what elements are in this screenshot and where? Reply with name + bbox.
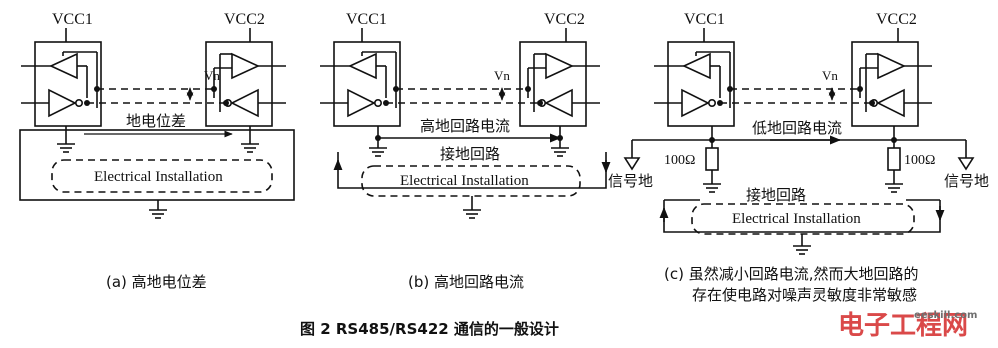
figure-title: 图 2 RS485/RS422 通信的一般设计 — [300, 320, 559, 338]
resistor-label-left: 100Ω — [664, 153, 695, 168]
transceiver-chip-2 — [519, 41, 601, 127]
high-ground-loop-current-label: 高地回路电流 — [420, 117, 510, 135]
caption-c-line1: (c) 虽然减小回路电流,然而大地回路的 — [664, 265, 919, 283]
watermark-brand: 电子工程网 — [838, 311, 968, 341]
installation-box-c — [691, 203, 915, 235]
vcc2-label: VCC2 — [876, 11, 917, 28]
installation-box-b — [361, 165, 581, 197]
transceiver-chip-2 — [851, 41, 933, 127]
panel-b: VCC1 VCC2 Vn 高地回路电流 接地回路 Electrical Inst… — [319, 11, 611, 291]
caption-b: (b) 高地回路电流 — [408, 273, 524, 291]
vcc1-label: VCC1 — [684, 11, 725, 28]
installation-box-a — [51, 159, 273, 193]
transceiver-chip-1 — [20, 41, 102, 127]
transceiver-chip-2 — [205, 41, 287, 127]
panel-a: VCC1 VCC2 Vn 地电位差 Electrical Installatio… — [19, 11, 295, 291]
signal-ground-label-right: 信号地 — [944, 172, 989, 190]
low-ground-loop-current-label: 低地回路电流 — [752, 119, 842, 137]
vn-label: Vn — [204, 68, 220, 83]
panel-c: VCC1 VCC2 Vn 低地回路电流 信号地 信号地 100Ω — [608, 11, 989, 304]
vn-label: Vn — [822, 68, 838, 83]
resistor-left — [705, 147, 719, 171]
installation-label-a: Electrical Installation — [94, 169, 223, 185]
watermark: 电子工程网 eeskill.com — [838, 310, 977, 341]
resistor-right — [887, 147, 901, 171]
transceiver-chip-1 — [319, 41, 401, 127]
ground-loop-label-c: 接地回路 — [746, 186, 806, 204]
caption-a: (a) 高地电位差 — [106, 273, 207, 291]
installation-label-c: Electrical Installation — [732, 211, 861, 227]
ground-loop-label: 接地回路 — [440, 145, 500, 163]
vcc2-label: VCC2 — [224, 11, 265, 28]
watermark-site: eeskill.com — [914, 310, 977, 321]
vn-label: Vn — [494, 68, 510, 83]
resistor-label-right: 100Ω — [904, 153, 935, 168]
caption-c-line2: 存在使电路对噪声灵敏度非常敏感 — [692, 286, 917, 304]
vcc1-label: VCC1 — [52, 11, 93, 28]
installation-label-b: Electrical Installation — [400, 173, 529, 189]
vcc1-label: VCC1 — [346, 11, 387, 28]
vcc2-label: VCC2 — [544, 11, 585, 28]
signal-ground-label-left: 信号地 — [608, 172, 653, 190]
ground-potential-diff-label: 地电位差 — [126, 112, 186, 130]
transceiver-chip-1 — [653, 41, 735, 127]
